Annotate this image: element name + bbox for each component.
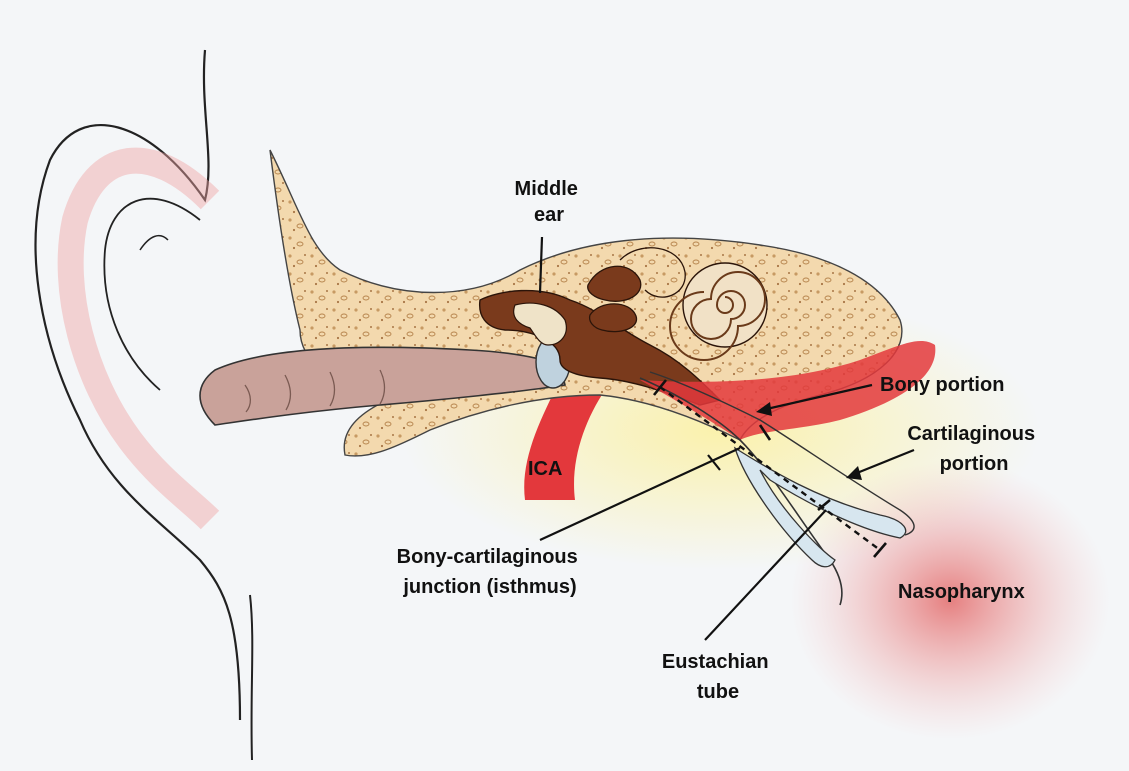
label-eustachian-line2: tube [697,681,739,703]
label-bony-portion: Bony portion [880,374,1004,396]
label-cartilaginous-line2: portion [940,453,1009,475]
label-isthmus-line2: junction (isthmus) [402,576,576,598]
label-cartilaginous-line1: Cartilaginous [907,423,1035,445]
label-isthmus: Bony-cartilaginous junction (isthmus) [397,546,584,598]
label-middle-ear: Middle ear [515,178,584,226]
label-nasopharynx: Nasopharynx [898,581,1025,603]
label-middle-ear-line2: ear [534,204,564,226]
label-ica: ICA [528,458,562,480]
label-isthmus-line1: Bony-cartilaginous [397,546,578,568]
label-eustachian-line1: Eustachian [662,651,769,673]
label-eustachian-tube: Eustachian tube [662,651,774,703]
label-middle-ear-line1: Middle [515,178,578,200]
